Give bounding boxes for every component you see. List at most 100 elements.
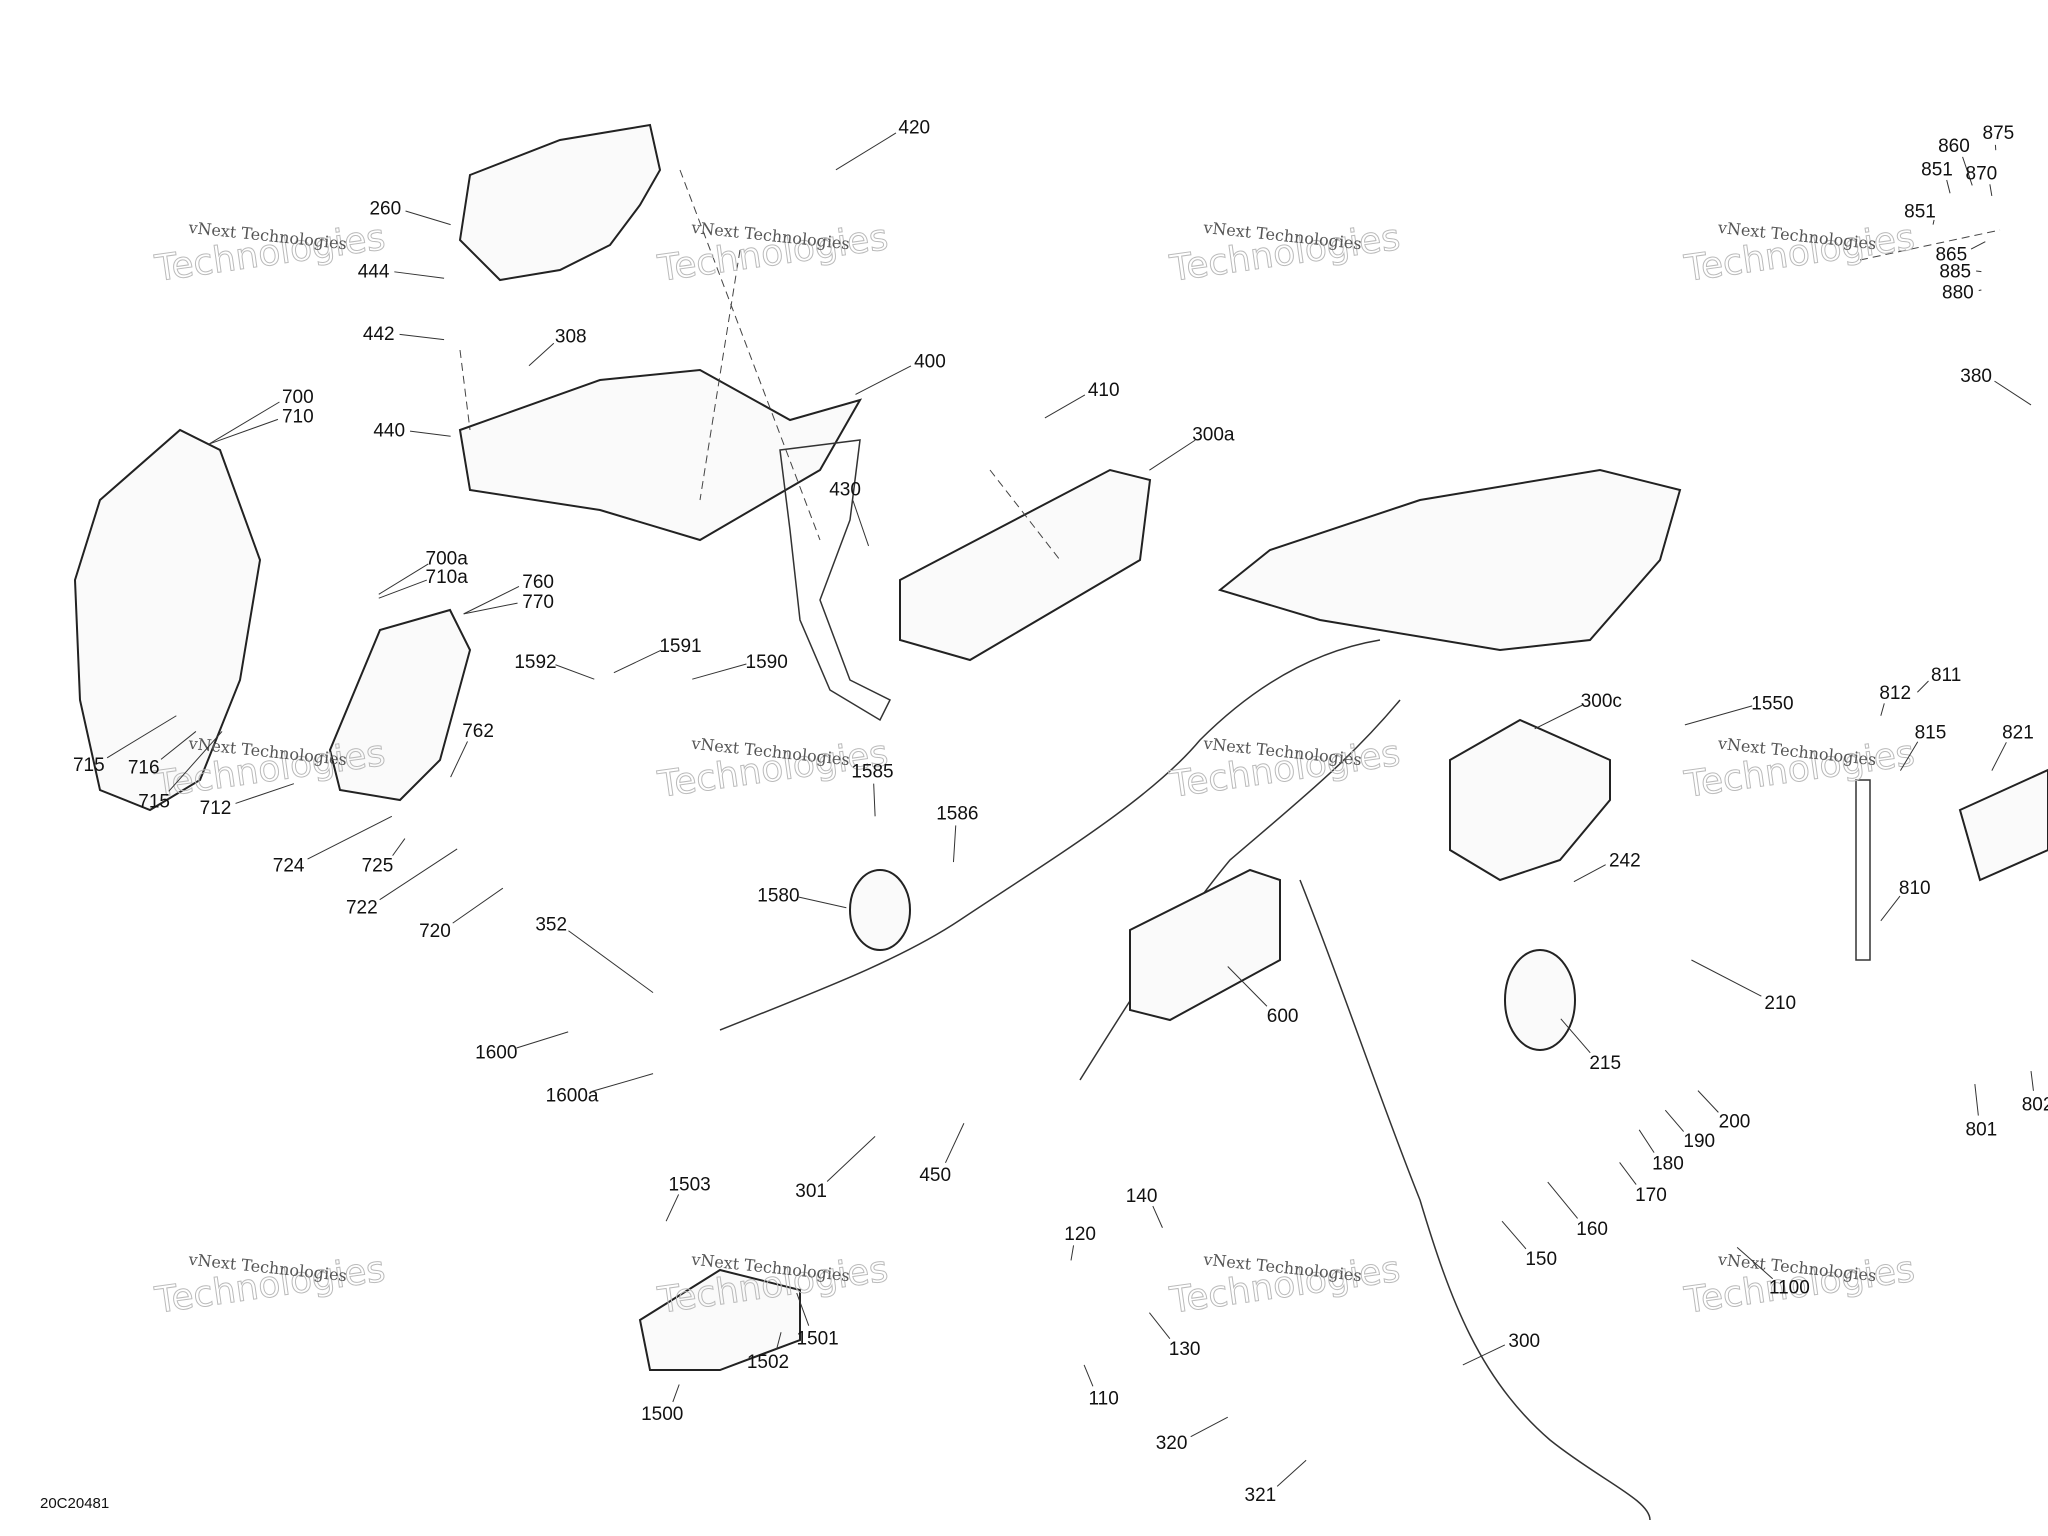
callout-821: 821 [1991, 722, 2034, 771]
callout-label: 130 [1169, 1339, 1201, 1360]
leader-line [463, 586, 520, 615]
callout-label: 715 [73, 755, 105, 776]
callout-label: 821 [2002, 722, 2034, 743]
callout-812: 812 [1879, 683, 1911, 716]
leader-line [452, 887, 504, 924]
callout-1600a: 1600a [546, 1073, 654, 1107]
part-sleeve [1504, 949, 1576, 1051]
callout-444: 444 [358, 261, 445, 282]
callout-label: 1550 [1751, 694, 1793, 715]
callout-label: 720 [419, 921, 451, 942]
callout-label: 400 [914, 351, 946, 372]
callout-label: 715 [138, 792, 170, 813]
callout-label: 120 [1064, 1224, 1096, 1245]
callout-300c: 300c [1534, 691, 1622, 730]
part-turn-signal-switch [638, 1268, 801, 1371]
leader-line [835, 132, 897, 171]
part-headlight-bracket [328, 608, 472, 802]
callout-885: 885 [1939, 261, 1982, 282]
leader-line [1994, 380, 2032, 406]
callout-label: 1585 [851, 762, 893, 783]
callout-1100: 1100 [1736, 1246, 1810, 1299]
leader-line [450, 741, 468, 778]
leader-line [1573, 864, 1606, 883]
callout-label: 760 [522, 572, 554, 593]
callout-875: 875 [1983, 123, 2014, 151]
leader-line [798, 896, 847, 909]
callout-label: 1592 [514, 652, 556, 673]
callout-label: 450 [919, 1165, 951, 1186]
callout-label: 200 [1719, 1112, 1751, 1133]
leader-line [776, 1332, 782, 1350]
callout-300a: 300a [1149, 425, 1235, 471]
leader-line [1044, 394, 1086, 419]
callout-label: 851 [1921, 159, 1953, 180]
leader-line [1976, 270, 1982, 273]
leader-line [1148, 1312, 1171, 1339]
callout-label: 170 [1635, 1185, 1667, 1206]
leader-line [168, 731, 223, 792]
callout-720: 720 [419, 887, 504, 942]
leader-line [1501, 1220, 1527, 1250]
leader-line [1070, 1245, 1075, 1261]
callout-420: 420 [835, 118, 930, 171]
callout-label: 724 [273, 856, 305, 877]
leader-line [1736, 1246, 1774, 1280]
callout-700a: 700a [378, 549, 468, 595]
callout-label: 762 [462, 721, 494, 742]
callout-170: 170 [1619, 1162, 1667, 1206]
leader-line [1149, 439, 1196, 471]
callout-label: 700 [282, 387, 314, 408]
callout-815: 815 [1899, 722, 1947, 771]
part-support-arm [779, 439, 892, 722]
leader-line [665, 1194, 680, 1222]
leader-line [613, 649, 662, 674]
part-headlight [73, 428, 262, 812]
callout-860: 860 [1938, 136, 1973, 186]
callout-label: 1100 [1769, 1278, 1810, 1299]
leader-line [592, 1073, 654, 1092]
callout-label: 1501 [796, 1328, 838, 1349]
callout-label: 815 [1915, 722, 1947, 743]
callout-label: 110 [1089, 1389, 1119, 1410]
callout-724: 724 [273, 815, 393, 877]
callout-712: 712 [200, 783, 295, 819]
callout-label: 420 [898, 118, 930, 139]
leader-line [1978, 289, 1982, 292]
leader-line [528, 342, 555, 367]
callout-label: 410 [1088, 380, 1120, 401]
callout-321: 321 [1245, 1459, 1307, 1506]
leader-line [392, 838, 406, 856]
leader-line [1190, 1416, 1228, 1438]
leader-line [952, 825, 957, 863]
leader-line [1664, 1109, 1684, 1132]
leader-line [1974, 1084, 1979, 1116]
callout-865: 865 [1935, 241, 1986, 265]
callout-label: 712 [200, 798, 232, 819]
callout-label: 260 [369, 199, 401, 220]
leader-line [1684, 705, 1753, 726]
callout-label: 1502 [747, 1352, 789, 1373]
callout-442: 442 [363, 324, 445, 345]
callout-811: 811 [1917, 665, 1961, 693]
leader-line [160, 731, 197, 760]
callout-716: 716 [128, 731, 197, 779]
leader-line [307, 815, 393, 860]
leader-line [1462, 1344, 1506, 1366]
callout-label: 870 [1966, 163, 1998, 184]
callout-label: 320 [1156, 1433, 1188, 1454]
part-wiring-harness [719, 639, 1651, 1521]
callout-110: 110 [1083, 1364, 1119, 1410]
leader-line [405, 210, 451, 226]
callout-label: 865 [1935, 244, 1967, 265]
callout-label: 600 [1267, 1006, 1299, 1027]
callout-770: 770 [463, 592, 554, 615]
callout-710a: 710a [378, 567, 468, 599]
callout-label: 1586 [936, 803, 978, 824]
callout-label: 710 [282, 406, 314, 427]
callout-label: 1500 [641, 1404, 683, 1425]
callout-label: 1600 [475, 1042, 517, 1063]
